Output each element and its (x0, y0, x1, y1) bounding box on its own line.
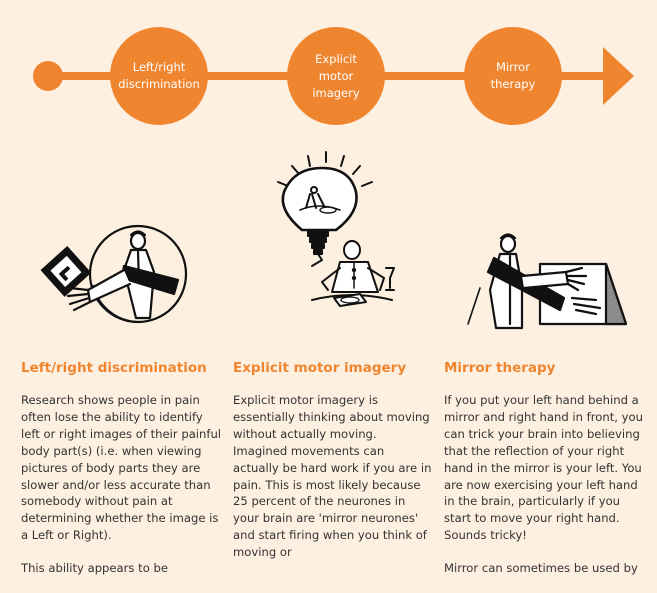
mirror-therapy-illustration (467, 233, 628, 330)
section-paragraph: This ability appears to be (21, 561, 168, 576)
step-label-line1: Left/right (132, 60, 186, 74)
section-explicit-motor-imagery: Explicit motor imagery Explicit motor im… (233, 358, 433, 577)
timeline-arrow-head (603, 47, 634, 105)
step-label-line1: Mirror (496, 60, 530, 74)
section-heading: Left/right discrimination (21, 360, 207, 376)
section-left-right-discrimination: Left/right discrimination Research shows… (21, 358, 221, 593)
section-paragraph: Mirror can sometimes be used by (444, 561, 638, 576)
section-heading: Explicit motor imagery (233, 360, 407, 376)
section-paragraph: Explicit motor imagery is essentially th… (233, 393, 432, 560)
timeline-start-dot (33, 61, 63, 91)
step-label-line2: therapy (490, 77, 536, 91)
step-label-line2: motor imagery (312, 68, 360, 100)
step-label-line1: Explicit (315, 51, 357, 66)
step-left-right-discrimination: Left/right discrimination (110, 27, 208, 125)
step-label-line2: discrimination (118, 77, 200, 91)
section-mirror-therapy: Mirror therapy If you put your left hand… (444, 358, 646, 593)
step-mirror-therapy: Mirror therapy (464, 27, 562, 125)
section-heading: Mirror therapy (444, 360, 556, 376)
section-paragraph: If you put your left hand behind a mirro… (444, 393, 643, 543)
explicit-motor-imagery-illustration (277, 151, 395, 307)
step-explicit-motor-imagery: Explicit motor imagery (287, 27, 385, 125)
left-right-discrimination-illustration (40, 224, 188, 324)
section-paragraph: Research shows people in pain often lose… (21, 393, 222, 543)
